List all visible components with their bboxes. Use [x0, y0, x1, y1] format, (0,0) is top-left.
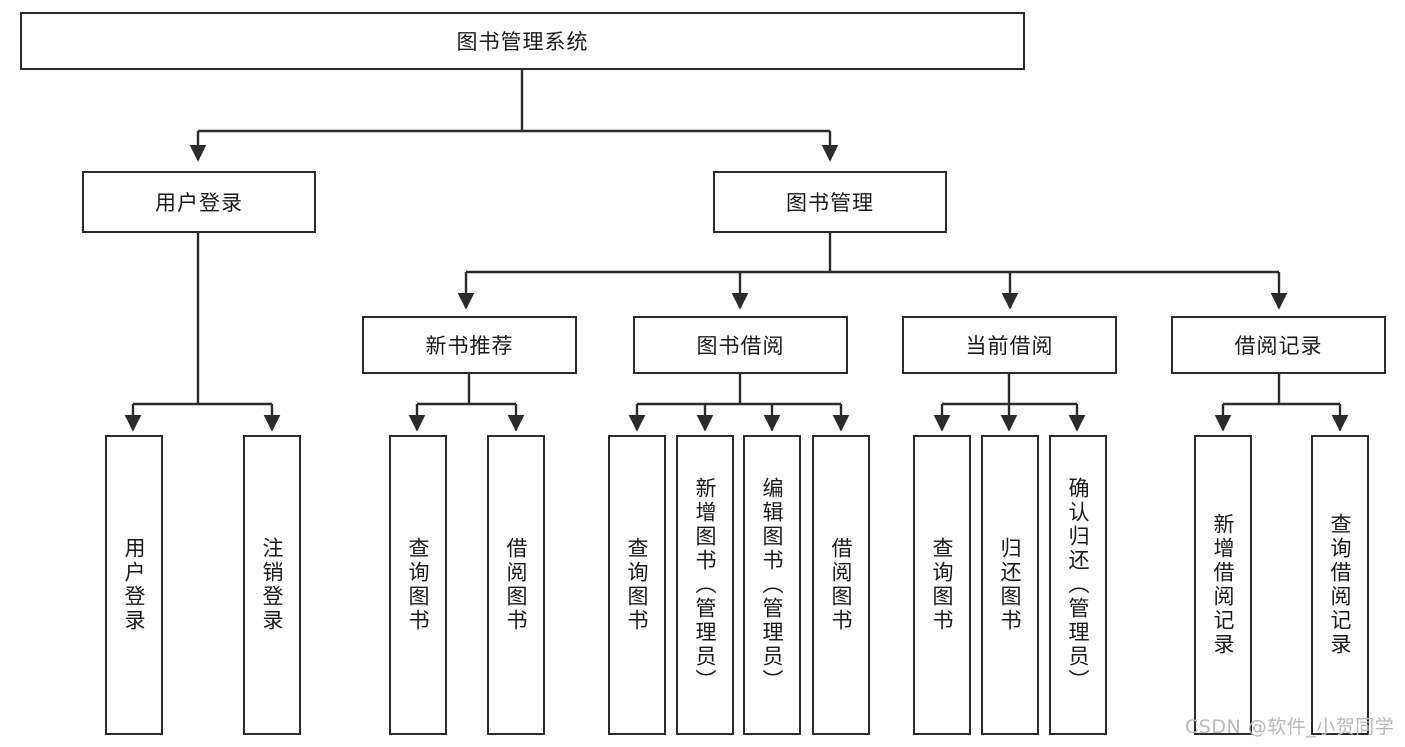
node-leaf-borrow-book-1-label: 借阅图书 [504, 537, 529, 633]
node-leaf-query-book-1[interactable]: 查询图书 [389, 435, 447, 735]
node-leaf-query-book-2-label: 查询图书 [625, 537, 650, 633]
node-leaf-confirm-return[interactable]: 确认归还（管理员） [1049, 435, 1107, 735]
node-book-management[interactable]: 图书管理 [713, 171, 947, 233]
node-user-login-label: 用户登录 [155, 191, 243, 215]
node-root-system[interactable]: 图书管理系统 [20, 12, 1025, 70]
node-current-borrow[interactable]: 当前借阅 [902, 316, 1117, 374]
node-leaf-borrow-book-2-label: 借阅图书 [829, 537, 854, 633]
node-leaf-query-book-1-label: 查询图书 [406, 537, 431, 633]
node-leaf-logout[interactable]: 注销登录 [243, 435, 301, 735]
node-leaf-query-book-2[interactable]: 查询图书 [608, 435, 666, 735]
node-leaf-add-book[interactable]: 新增图书（管理员） [676, 435, 734, 735]
csdn-watermark: CSDN @软件_小贺同学 [1185, 716, 1395, 738]
node-leaf-query-record[interactable]: 查询借阅记录 [1311, 435, 1369, 735]
node-leaf-add-record-label: 新增借阅记录 [1211, 513, 1236, 657]
node-leaf-edit-book-label: 编辑图书（管理员） [760, 477, 785, 693]
node-leaf-user-login-label: 用户登录 [122, 537, 147, 633]
node-new-book-recommend-label: 新书推荐 [425, 334, 514, 358]
node-root-system-label: 图书管理系统 [456, 30, 589, 54]
node-leaf-edit-book[interactable]: 编辑图书（管理员） [743, 435, 801, 735]
node-current-borrow-label: 当前借阅 [965, 334, 1054, 358]
node-leaf-borrow-book-2[interactable]: 借阅图书 [812, 435, 870, 735]
node-leaf-return-book[interactable]: 归还图书 [981, 435, 1039, 735]
node-leaf-query-record-label: 查询借阅记录 [1328, 513, 1353, 657]
node-book-borrow[interactable]: 图书借阅 [633, 316, 848, 374]
node-book-management-label: 图书管理 [786, 191, 874, 215]
node-leaf-return-book-label: 归还图书 [998, 537, 1023, 633]
node-borrow-record[interactable]: 借阅记录 [1171, 316, 1386, 374]
node-user-login[interactable]: 用户登录 [82, 171, 316, 233]
node-leaf-add-record[interactable]: 新增借阅记录 [1194, 435, 1252, 735]
node-leaf-add-book-label: 新增图书（管理员） [693, 477, 718, 693]
node-leaf-logout-label: 注销登录 [260, 537, 285, 633]
node-borrow-record-label: 借阅记录 [1234, 334, 1323, 358]
node-leaf-confirm-return-label: 确认归还（管理员） [1066, 477, 1091, 693]
node-leaf-user-login[interactable]: 用户登录 [105, 435, 163, 735]
node-leaf-borrow-book-1[interactable]: 借阅图书 [487, 435, 545, 735]
node-new-book-recommend[interactable]: 新书推荐 [362, 316, 577, 374]
node-leaf-query-book-3-label: 查询图书 [930, 537, 955, 633]
node-book-borrow-label: 图书借阅 [696, 334, 785, 358]
node-leaf-query-book-3[interactable]: 查询图书 [913, 435, 971, 735]
